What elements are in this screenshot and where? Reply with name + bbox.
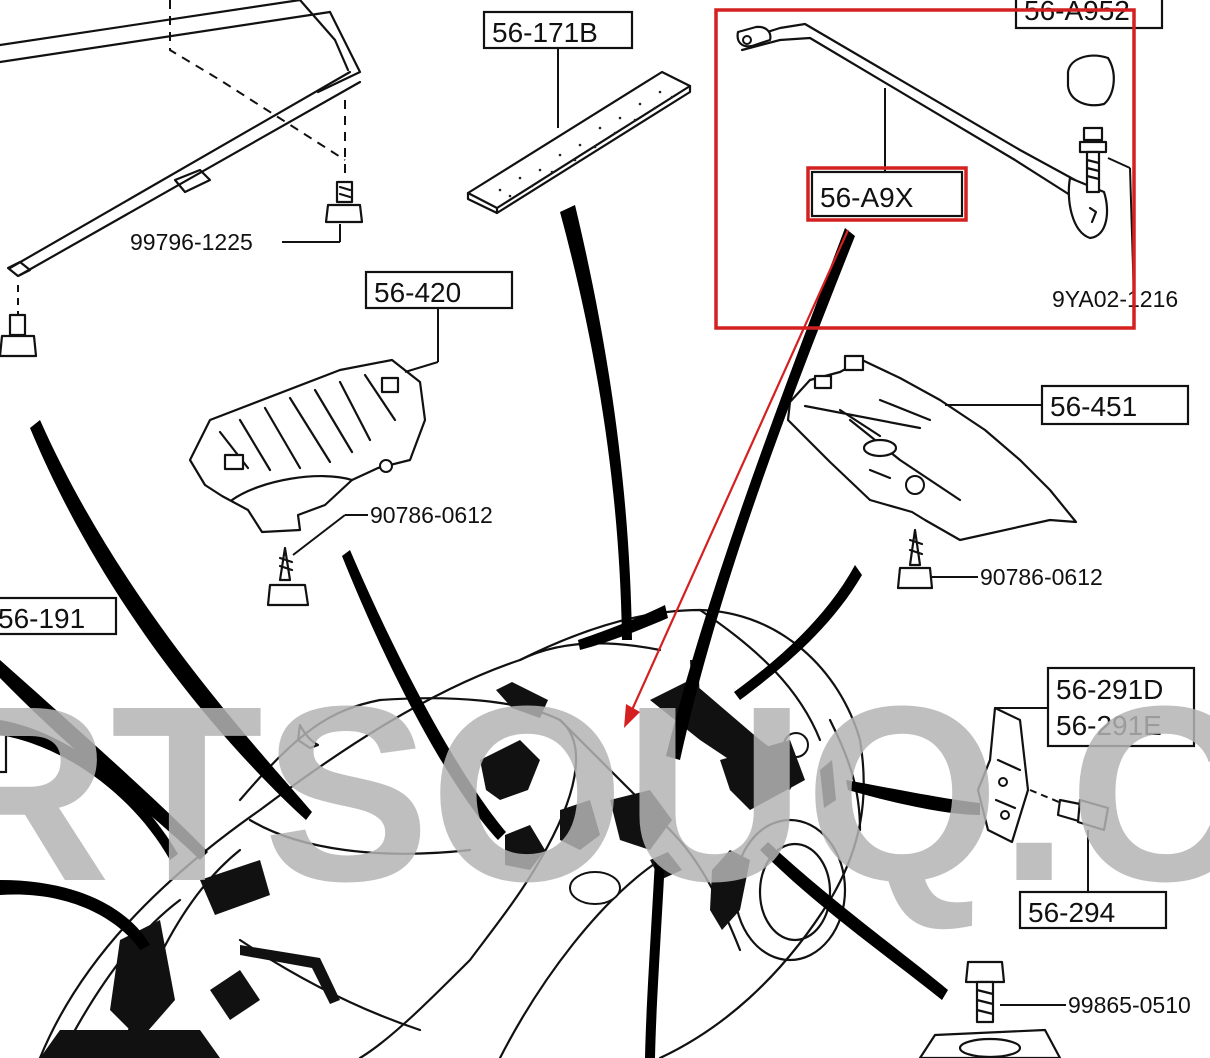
label-box-56-294 bbox=[1018, 890, 1168, 930]
part-label-56-291d: 56-291D bbox=[1056, 674, 1163, 705]
highlight-arrow bbox=[624, 229, 850, 728]
label-box-56-a9x bbox=[810, 170, 964, 218]
label-box-56-291 bbox=[1046, 666, 1196, 748]
part-label-56-a9x: 56-A9X bbox=[820, 182, 914, 213]
bracket-56-291-drawing bbox=[976, 706, 1030, 844]
ref-label-90786-0612-b: 90786-0612 bbox=[980, 564, 1103, 590]
ref-label-9ya02-1216: 9YA02-1216 bbox=[1052, 286, 1178, 312]
bolt-9ya02-drawing bbox=[1078, 126, 1108, 194]
part-label-56-291e: 56-291E bbox=[1056, 710, 1162, 741]
heat-shield-56-420-drawing bbox=[188, 358, 427, 534]
screw-90786-b-drawing bbox=[896, 528, 934, 590]
part-label-56-171b: 56-171B bbox=[492, 17, 598, 48]
bolt-99796-drawing bbox=[324, 180, 364, 224]
leader-wedges bbox=[0, 205, 980, 1058]
ref-label-99796-1225: 99796-1225 bbox=[130, 229, 253, 255]
part-label-56-420: 56-420 bbox=[374, 277, 461, 308]
ref-label-90786-0612-a: 90786-0612 bbox=[370, 502, 493, 528]
label-box-56-191 bbox=[0, 596, 118, 636]
cap-56-a952-drawing bbox=[1066, 54, 1115, 107]
screw-90786-a-drawing bbox=[266, 546, 310, 607]
label-box-56-a952 bbox=[1014, 0, 1164, 30]
part-label-56-294: 56-294 bbox=[1028, 897, 1115, 928]
label-box-56-171b bbox=[482, 10, 634, 50]
label-box-56-420 bbox=[364, 270, 514, 310]
watermark-text: RTSOUQ.COM bbox=[0, 654, 1210, 933]
highlight-label-box bbox=[806, 166, 968, 222]
label-box-partial-left bbox=[0, 730, 8, 774]
screw-56-294-drawing bbox=[1056, 798, 1110, 832]
part-label-56-191: 56-191 bbox=[0, 603, 85, 634]
crossmember-drawing bbox=[0, 0, 362, 315]
bolt-left-edge-drawing bbox=[0, 313, 38, 358]
part-label-56-a952: 56-A952 bbox=[1024, 0, 1130, 26]
part-label-56-451: 56-451 bbox=[1050, 391, 1137, 422]
under-cover-56-451-drawing bbox=[786, 354, 1078, 542]
highlight-frame bbox=[714, 8, 1136, 330]
label-box-56-451 bbox=[1040, 384, 1190, 426]
car-parts-dark-fills bbox=[40, 660, 836, 1058]
pad-56-171b-drawing bbox=[466, 70, 692, 215]
bolt-99865-drawing bbox=[918, 960, 1062, 1058]
ref-label-99865-0510: 99865-0510 bbox=[1068, 992, 1191, 1018]
